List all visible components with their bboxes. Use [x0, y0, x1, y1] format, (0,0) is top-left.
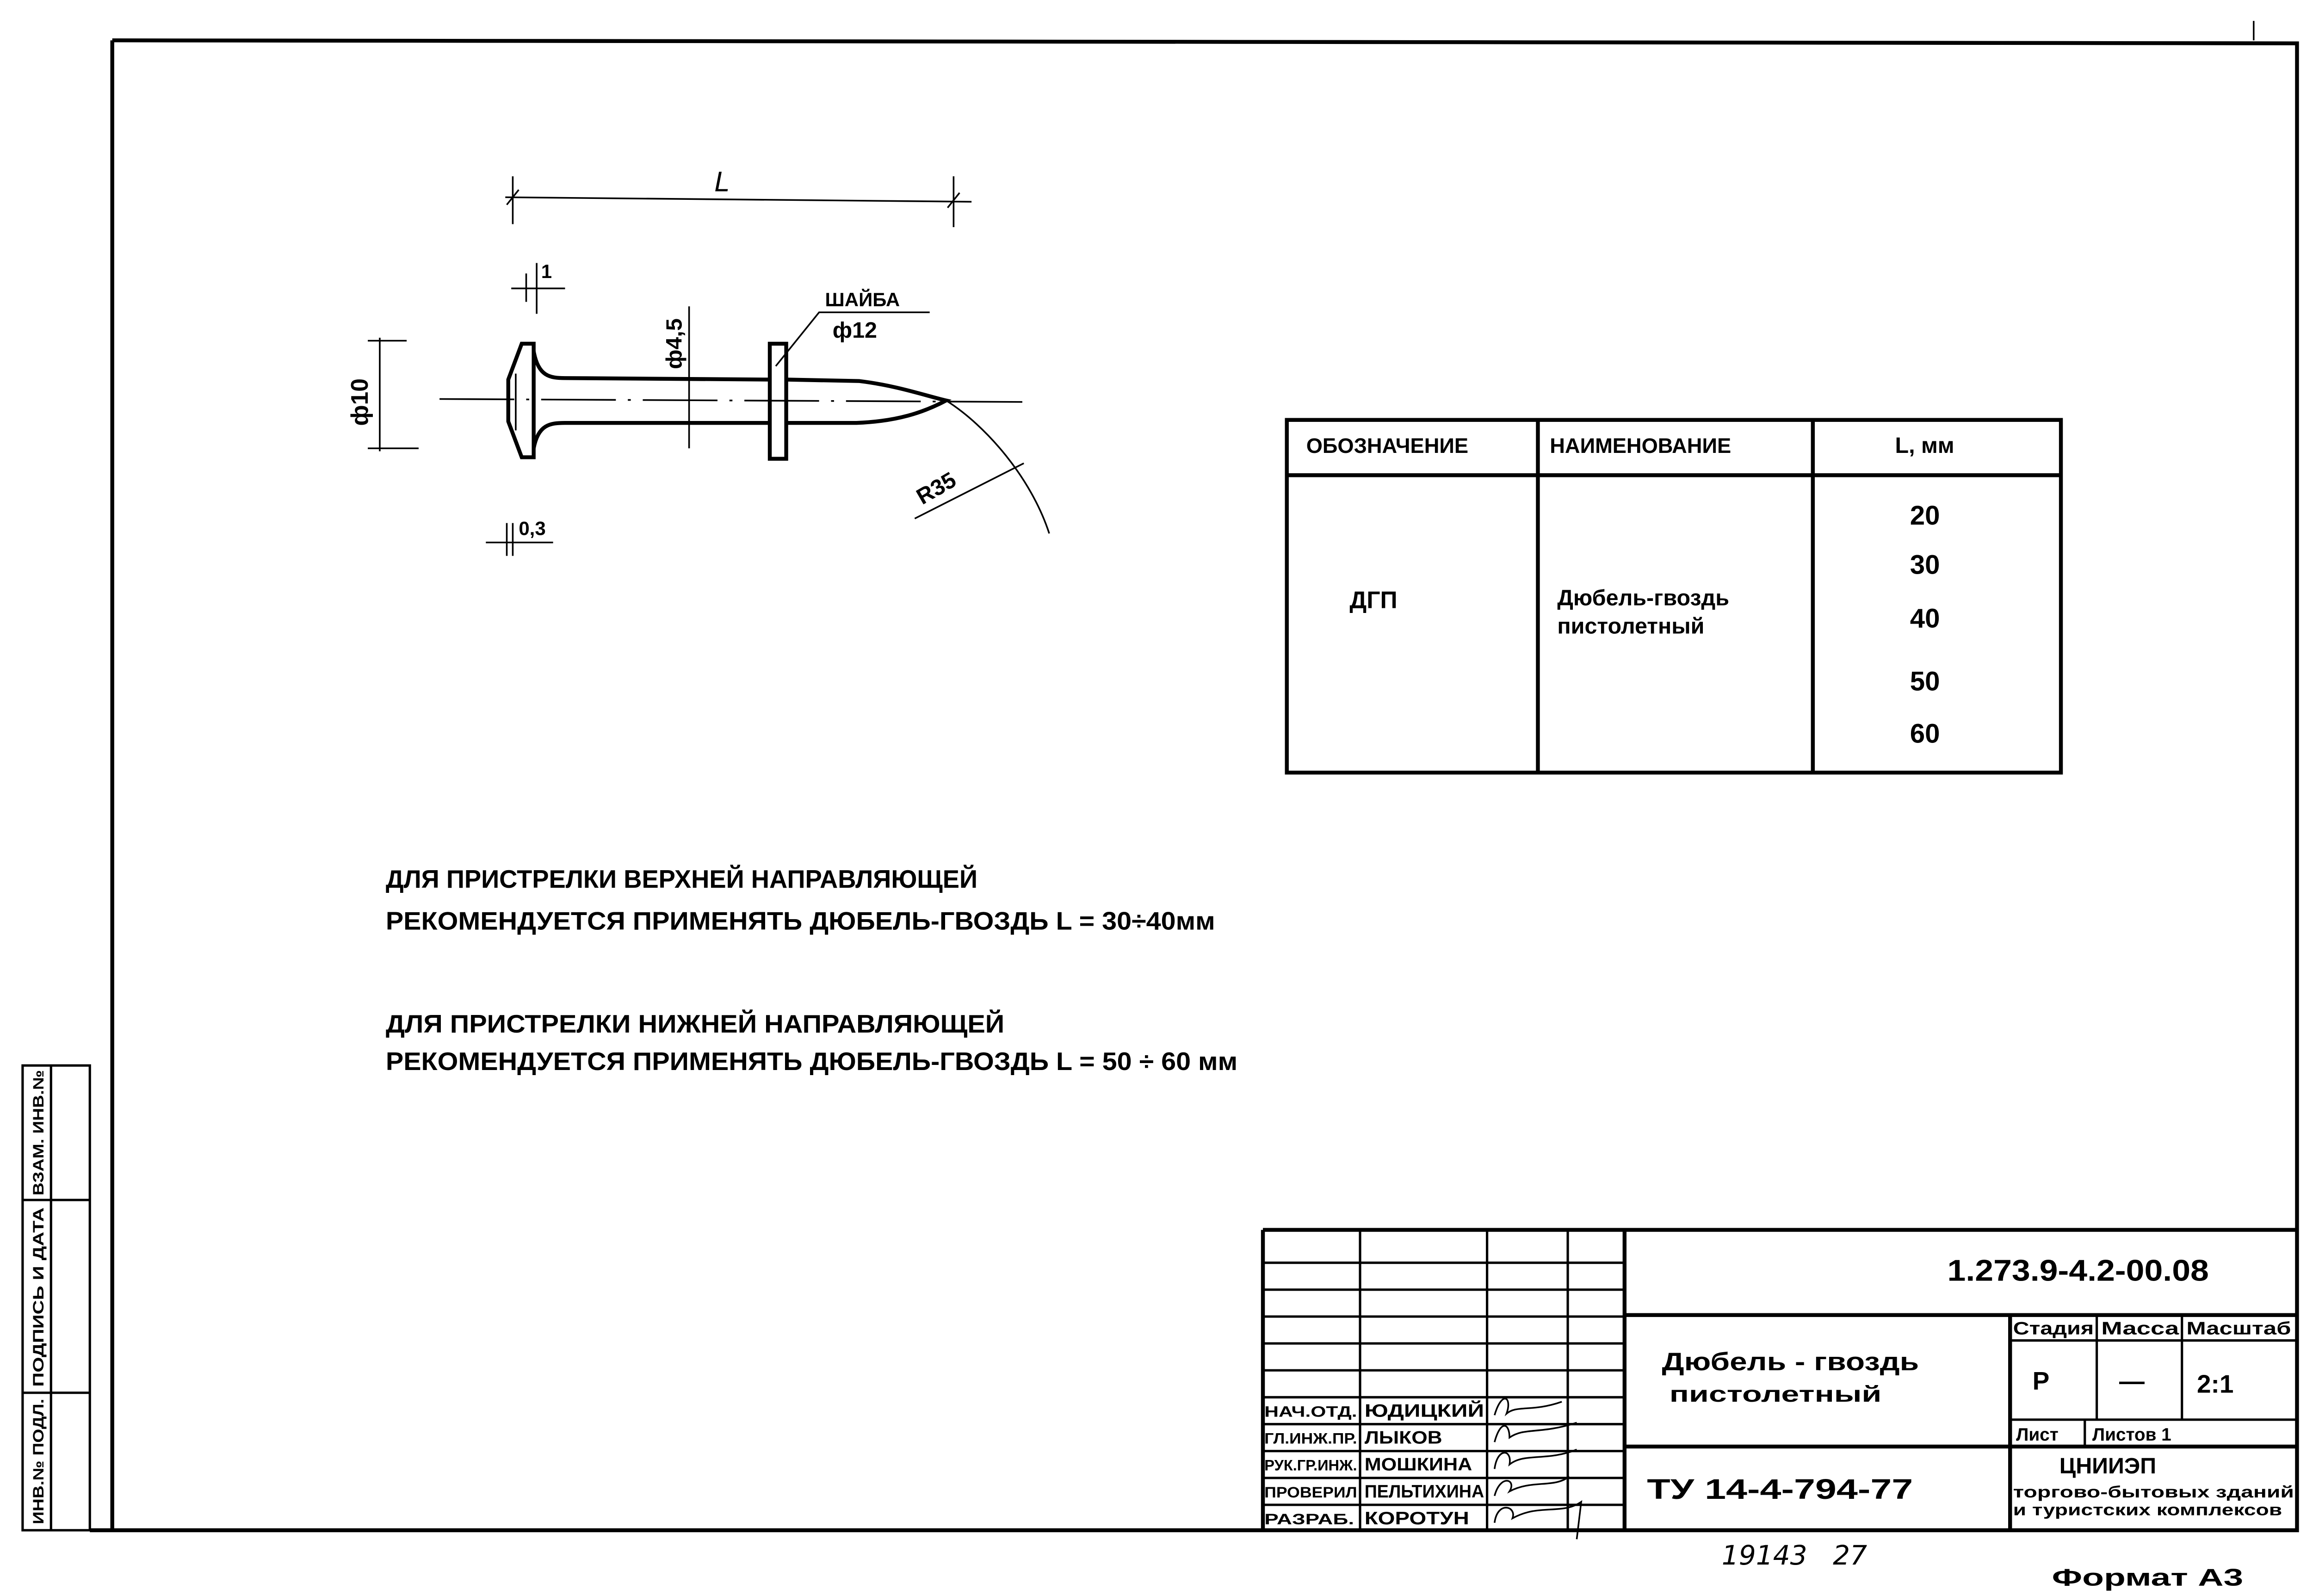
dim-radius: R35	[912, 467, 960, 509]
staff-role: ПРОВЕРИЛ	[1264, 1484, 1357, 1501]
washer-label: ШАЙБА	[825, 288, 900, 310]
washer-diameter: ф12	[833, 318, 877, 343]
dim-chamfer: 0,3	[519, 517, 545, 539]
nail-drawing: L 1 ф10 ф4,5 ШАЙБА ф12 R35	[346, 166, 1050, 556]
sheet-format: Формат А3	[2052, 1564, 2243, 1590]
staff-name: ПЕЛЬТИХИНА	[1365, 1482, 1484, 1502]
stamp-signature-date: ПОДПИСЬ И ДАТА	[30, 1207, 47, 1387]
dim-shank-diameter: ф4,5	[662, 318, 686, 369]
header-name: НАИМЕНОВАНИЕ	[1550, 434, 1731, 458]
scale-label: Масштаб	[2186, 1319, 2291, 1339]
staff-role: РАЗРАБ.	[1264, 1511, 1354, 1528]
sheets-label: Листов 1	[2092, 1425, 2171, 1445]
cell-length: 60	[1910, 718, 1940, 749]
mass-value: —	[2119, 1367, 2145, 1395]
header-length: L, мм	[1895, 433, 1954, 458]
staff-role: НАЧ.ОТД.	[1264, 1403, 1357, 1420]
doc-number: 1.273.9-4.2-00.08	[1948, 1254, 2209, 1287]
spec-table: ОБОЗНАЧЕНИЕ НАИМЕНОВАНИЕ L, мм ДГП Дюбел…	[1285, 418, 2063, 775]
header-designation: ОБОЗНАЧЕНИЕ	[1306, 434, 1468, 458]
handwritten-number: 19143 27	[1722, 1540, 1867, 1571]
note1-line2: РЕКОМЕНДУЕТСЯ ПРИМЕНЯТЬ ДЮБЕЛЬ-ГВОЗДЬ L …	[386, 906, 1215, 935]
cell-length: 50	[1910, 666, 1940, 696]
title-block: 1.273.9-4.2-00.08 Дюбель - гвоздь пистол…	[1261, 1228, 2297, 1540]
staff-role: РУК.ГР.ИНЖ.	[1264, 1457, 1357, 1474]
scale-value: 2:1	[2197, 1370, 2233, 1398]
note2-line1: ДЛЯ ПРИСТРЕЛКИ НИЖНЕЙ НАПРАВЛЯЮЩЕЙ	[386, 1009, 1004, 1038]
org-line1: торгово-бытовых зданий	[2013, 1483, 2294, 1501]
side-stamp: ИНВ.№ ПОДЛ. ПОДПИСЬ И ДАТА ВЗАМ. ИНВ.№	[21, 1064, 91, 1532]
signatures	[1493, 1398, 1583, 1540]
staff-name: ЛЫКОВ	[1365, 1428, 1442, 1448]
sheet-label: Лист	[2016, 1425, 2059, 1445]
cell-length: 30	[1910, 550, 1940, 580]
standard-number: ТУ 14-4-794-77	[1647, 1473, 1913, 1505]
dim-L: L	[715, 166, 730, 198]
staff-role: ГЛ.ИНЖ.ПР.	[1264, 1430, 1357, 1447]
mass-label: Масса	[2101, 1319, 2179, 1339]
notes: ДЛЯ ПРИСТРЕЛКИ ВЕРХНЕЙ НАПРАВЛЯЮЩЕЙ РЕКО…	[386, 864, 1237, 1076]
sheet-frame	[90, 21, 2299, 1533]
cell-length: 20	[1910, 501, 1940, 531]
title-line2: пистолетный	[1670, 1382, 1882, 1407]
cell-designation: ДГП	[1349, 587, 1397, 613]
staff-name: МОШКИНА	[1365, 1455, 1472, 1475]
stamp-replacement-inv: ВЗАМ. ИНВ.№	[30, 1070, 47, 1195]
stage-label: Стадия	[2013, 1319, 2094, 1339]
note1-line1: ДЛЯ ПРИСТРЕЛКИ ВЕРХНЕЙ НАПРАВЛЯЮЩЕЙ	[386, 864, 977, 893]
stamp-inv-original: ИНВ.№ ПОДЛ.	[30, 1399, 47, 1524]
title-line1: Дюбель - гвоздь	[1662, 1347, 1919, 1376]
cell-length: 40	[1910, 604, 1940, 634]
cell-name-line2: пистолетный	[1557, 614, 1704, 639]
dim-head-diameter: ф10	[346, 378, 373, 426]
staff-name: КОРОТУН	[1365, 1509, 1469, 1528]
staff-name: ЮДИЦКИЙ	[1365, 1400, 1484, 1421]
org-name: ЦНИИЭП	[2059, 1454, 2156, 1478]
stage-value: Р	[2033, 1367, 2050, 1395]
org-line2: и туристских комплексов	[2013, 1501, 2282, 1519]
note2-line2: РЕКОМЕНДУЕТСЯ ПРИМЕНЯТЬ ДЮБЕЛЬ-ГВОЗДЬ L …	[386, 1047, 1237, 1076]
cell-name-line1: Дюбель-гвоздь	[1557, 585, 1729, 610]
dim-head-thickness: 1	[541, 260, 552, 282]
